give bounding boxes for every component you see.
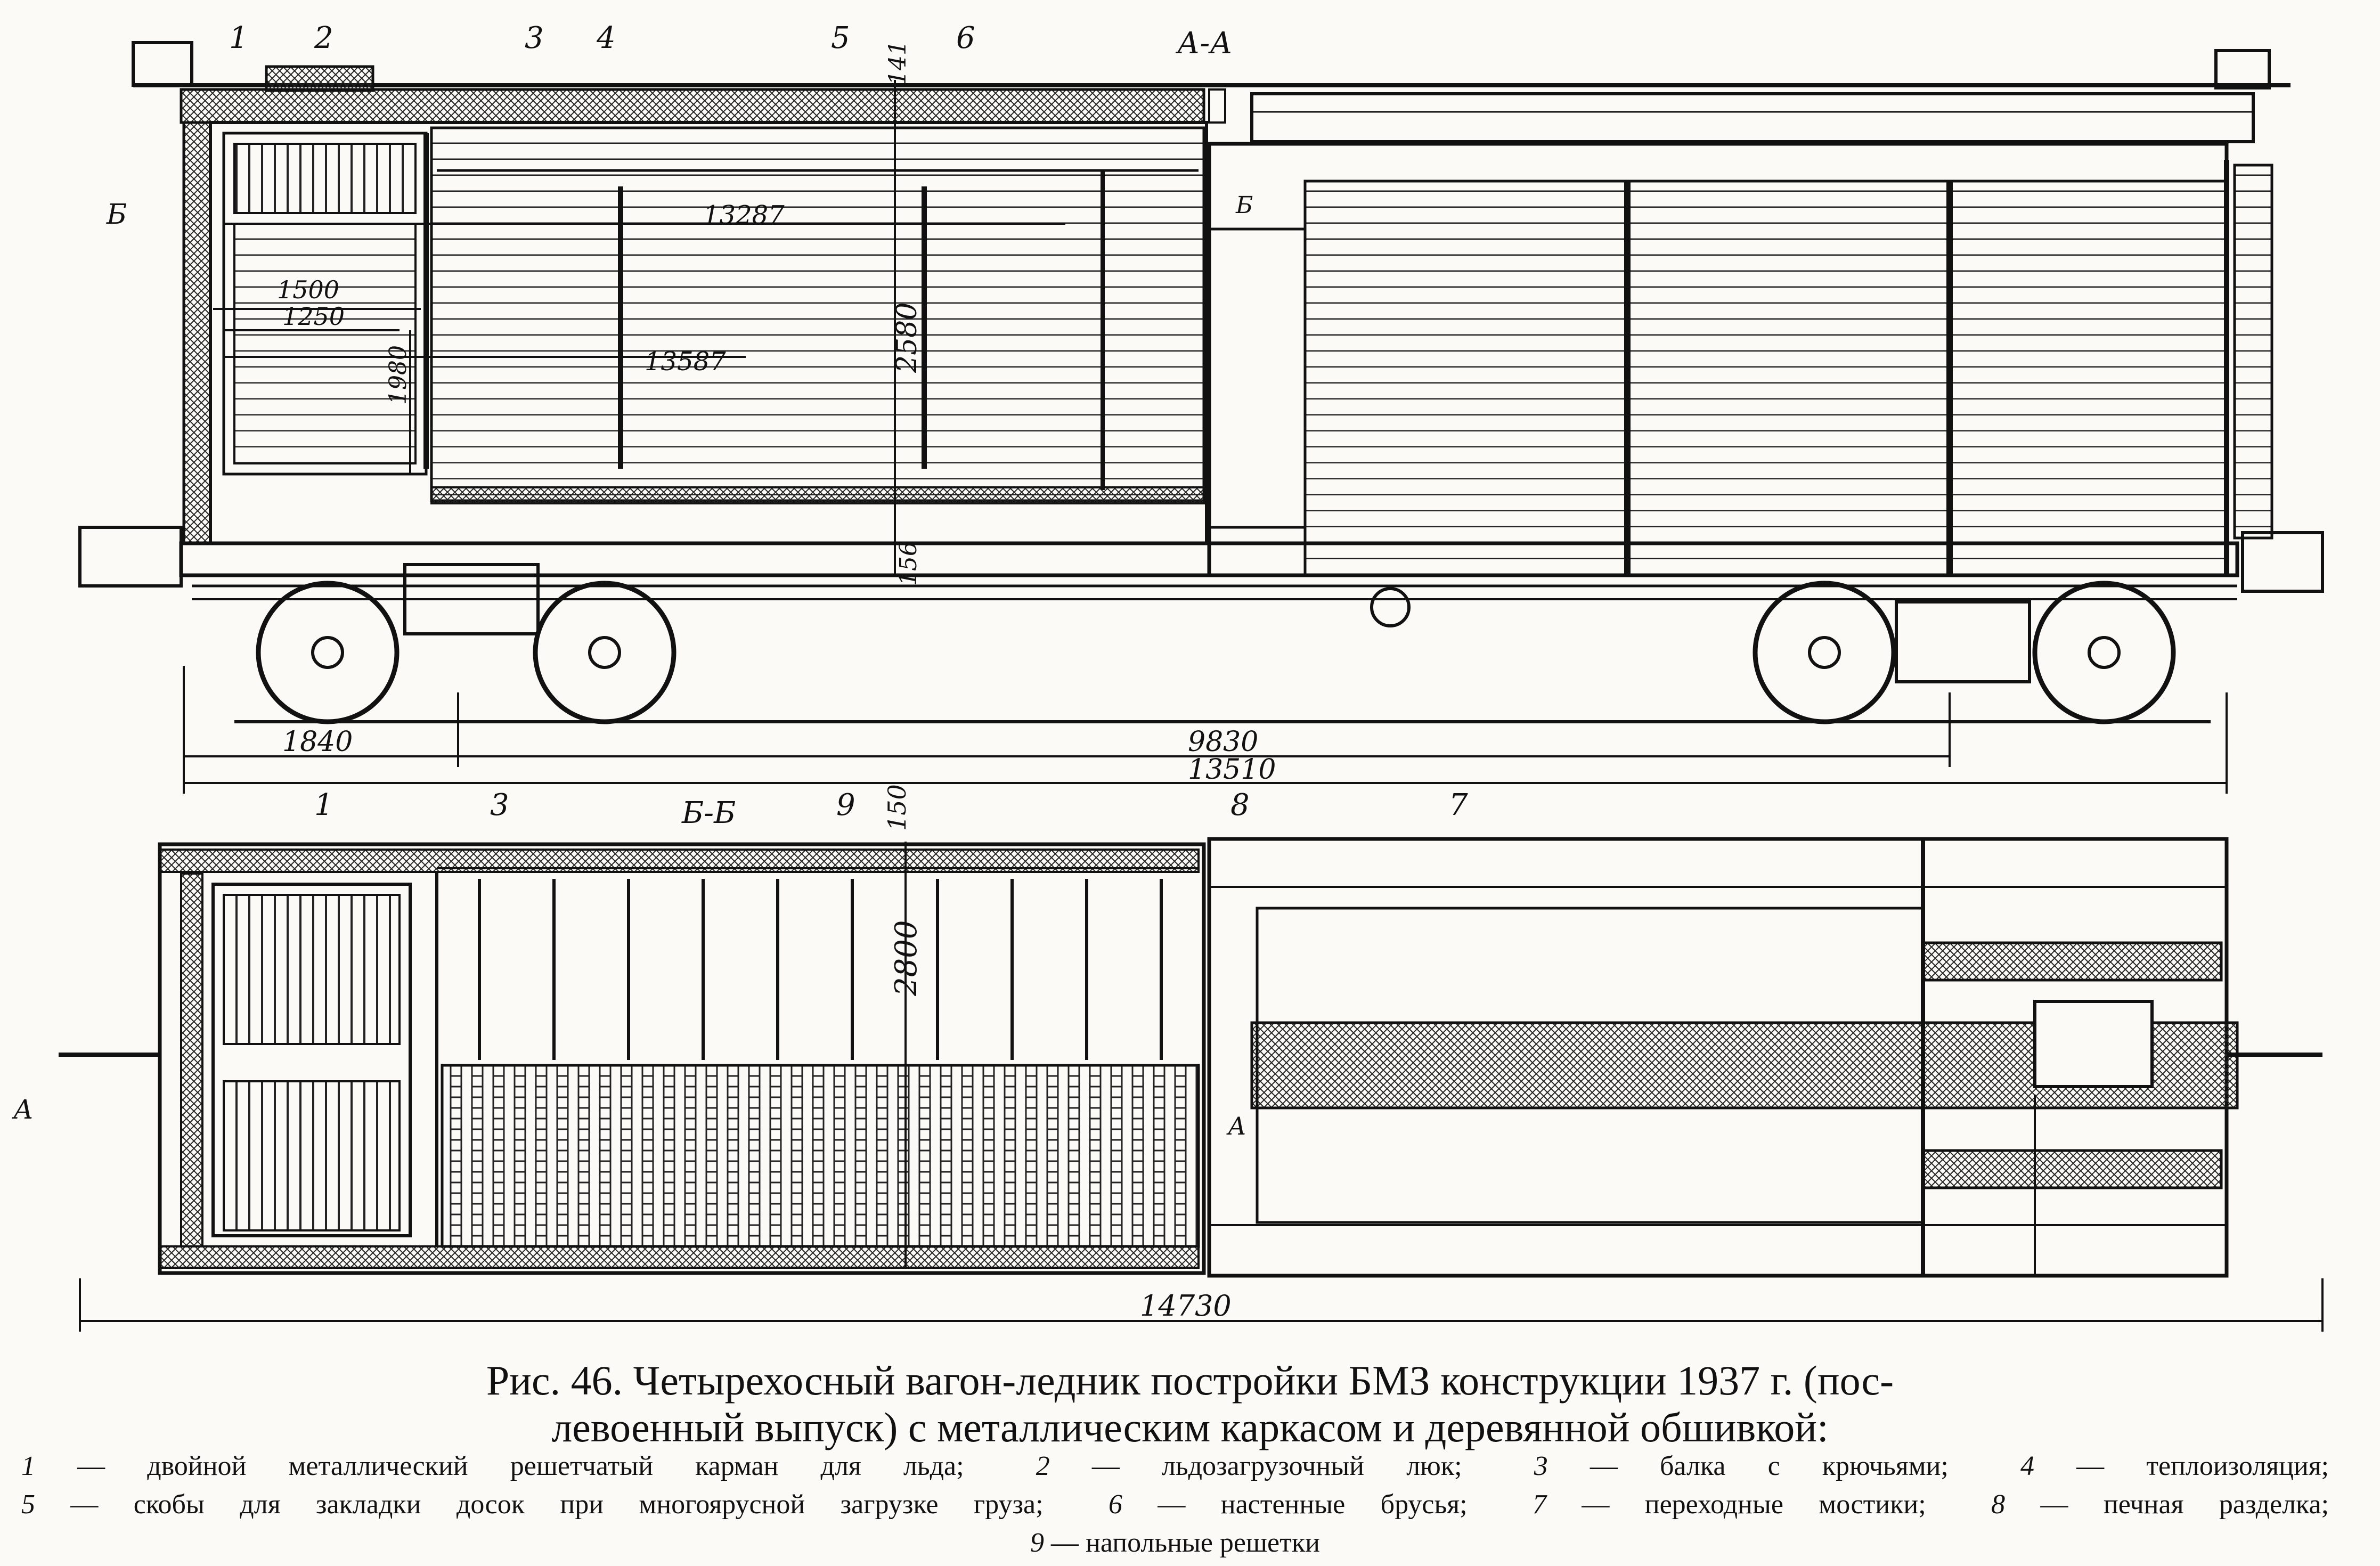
part-number-1-side: 1 <box>229 21 248 55</box>
legend-item-5: 5 — скобы для закладки досок при многояр… <box>21 1489 1058 1520</box>
legend-item-6: 6 — настенные брусья; <box>1109 1489 1482 1520</box>
dim-9830: 9830 <box>1188 726 1258 758</box>
legend-num: 8 <box>1991 1489 2006 1520</box>
part-number-2-side: 2 <box>314 21 333 55</box>
section-a-marker-right: А <box>1226 1112 1246 1140</box>
legend-num: 6 <box>1108 1489 1122 1520</box>
dim-13587: 13587 <box>645 347 726 377</box>
legend-item-2: 2 — льдозагрузочный люк; <box>1036 1451 1477 1481</box>
legend-num: 2 <box>1036 1451 1050 1481</box>
legend-text: — теплоизоляция; <box>2076 1451 2329 1481</box>
part-number-8-plan: 8 <box>1230 788 1250 822</box>
legend-item-8: 8 — печная разделка; <box>1991 1489 2344 1520</box>
dim-1840: 1840 <box>282 726 353 758</box>
legend-item-9: 9 — напольные решетки <box>1030 1528 1335 1558</box>
plan-view <box>59 837 2324 1332</box>
section-a-marker-left: А <box>12 1094 34 1125</box>
dim-141: 141 <box>884 40 911 85</box>
part-number-3-plan: 3 <box>490 788 509 822</box>
legend-text: — двойной металлический решетчатый карма… <box>77 1451 964 1481</box>
section-bb-label: Б-Б <box>681 796 736 830</box>
legend-text: — печная разделка; <box>2040 1489 2329 1520</box>
legend-text: — льдозагрузочный люк; <box>1091 1451 1462 1481</box>
legend-item-7: 7 — переходные мостики; <box>1533 1489 1941 1520</box>
part-number-9-plan: 9 <box>836 788 855 822</box>
legend-text: — напольные решетки <box>1051 1528 1320 1558</box>
dim-1500: 1500 <box>277 275 339 304</box>
legend-num: 3 <box>1534 1451 1548 1481</box>
part-number-4-side: 4 <box>596 21 616 55</box>
dim-150: 150 <box>883 784 911 831</box>
legend-line-1: 1 — двойной металлический решетчатый кар… <box>21 1448 2359 1485</box>
legend-num: 9 <box>1030 1528 1045 1558</box>
dim-13287: 13287 <box>703 200 785 230</box>
dim-14730: 14730 <box>1140 1289 1232 1323</box>
dim-1980: 1980 <box>385 345 412 405</box>
figure-caption: Рис. 46. Четырехосный вагон-ледник постр… <box>21 1357 2359 1451</box>
legend-line-2: 5 — скобы для закладки досок при многояр… <box>21 1486 2359 1523</box>
side-dimension-lines <box>183 91 2228 794</box>
section-b-marker-left: Б <box>106 199 127 231</box>
legend-text: — переходные мостики; <box>1582 1489 1926 1520</box>
dim-156: 156 <box>895 541 922 586</box>
legend-text: — балка с крючьями; <box>1590 1451 1949 1481</box>
bogie-right <box>1753 581 2176 724</box>
dim-2800: 2800 <box>889 920 924 997</box>
legend-num: 7 <box>1532 1489 1546 1520</box>
legend-line-3: 9 — напольные решетки <box>21 1524 2359 1562</box>
section-b-marker-right: Б <box>1235 192 1253 219</box>
legend-text: — скобы для закладки досок при многоярус… <box>70 1489 1044 1520</box>
section-aa-label: А-А <box>1175 26 1233 61</box>
part-number-5-side: 5 <box>831 21 850 55</box>
legend-text: — настенные брусья; <box>1158 1489 1468 1520</box>
legend-num: 4 <box>2020 1451 2035 1481</box>
legend-num: 5 <box>21 1489 35 1520</box>
dim-2580: 2580 <box>891 303 923 373</box>
part-number-7-plan: 7 <box>1449 788 1468 822</box>
bogie-left <box>256 581 676 724</box>
underframe <box>78 526 2324 683</box>
part-number-6-side: 6 <box>956 21 975 55</box>
dim-13510: 13510 <box>1188 754 1276 786</box>
side-view <box>78 41 2324 794</box>
legend-item-4: 4 — теплоизоляция; <box>2020 1451 2344 1481</box>
dim-1250: 1250 <box>282 302 345 331</box>
side-labels: А-А Б Б 1 2 3 4 5 6 141 13287 13587 2580… <box>106 21 1276 786</box>
caption-line-2: левоенный выпуск) с металлическим каркас… <box>551 1404 1829 1450</box>
part-number-1-plan: 1 <box>314 788 333 822</box>
part-number-3-side: 3 <box>525 21 544 55</box>
legend-num: 1 <box>21 1451 35 1481</box>
plan-labels: Б-Б 1 3 9 8 7 А А 150 2800 14730 <box>12 784 1468 1323</box>
legend-item-3: 3 — балка с крючьями; <box>1534 1451 1963 1481</box>
caption-line-1: Рис. 46. Четырехосный вагон-ледник постр… <box>486 1357 1894 1404</box>
body-exterior <box>1207 142 2273 577</box>
legend-item-1: 1 — двойной металлический решетчатый кар… <box>21 1451 979 1481</box>
hook-beams <box>478 879 1163 1060</box>
body-cutaway <box>182 80 1208 575</box>
